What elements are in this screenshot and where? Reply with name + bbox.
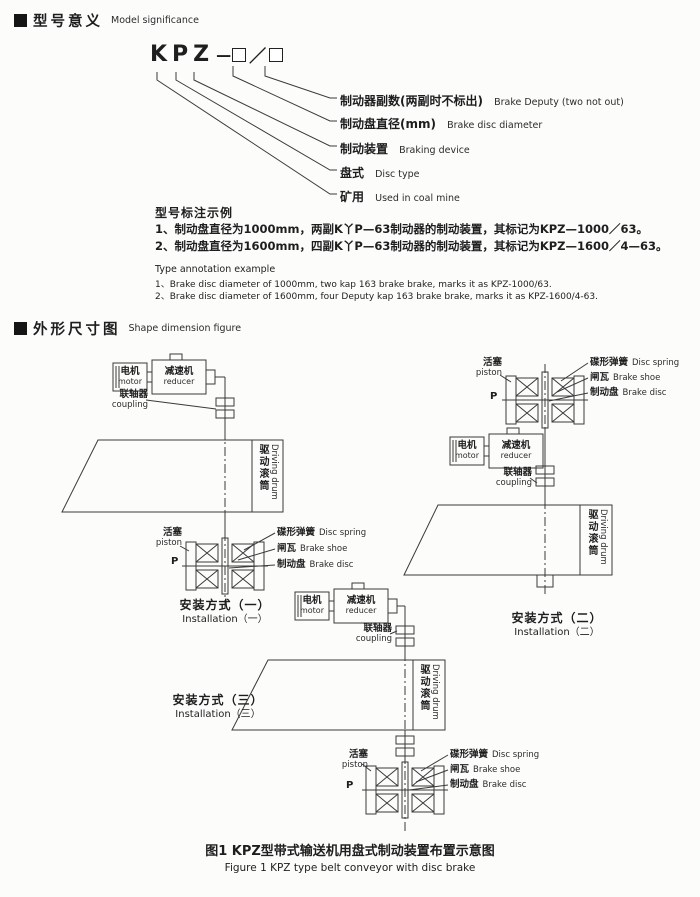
- pressure-label-3: P: [346, 780, 354, 791]
- example-header-en: Type annotation example: [155, 264, 276, 275]
- section1-title-en: Model significance: [111, 15, 199, 26]
- figure-caption-en: Figure 1 KPZ type belt conveyor with dis…: [224, 862, 476, 874]
- example-en-2: 2、Brake disc diameter of 1600mm, four De…: [155, 292, 598, 302]
- installation-2-drawing: [403, 362, 613, 596]
- coupling-label-2: 联轴器 coupling: [495, 467, 532, 489]
- drum-label-zh-1: 驱动滚筒: [257, 444, 268, 492]
- installation-caption-1: 安装方式（一） Installation（一）: [179, 598, 271, 626]
- model-label-disc-diameter: 制动盘直径(mm) Brake disc diameter: [340, 117, 543, 131]
- reducer-label-1: 减速机 reducer: [163, 366, 195, 386]
- section1-header: 型号意义 Model significance: [14, 10, 199, 31]
- reducer-label-2: 减速机 reducer: [500, 440, 532, 460]
- model-label-coal-mine: 矿用 Used in coal mine: [340, 190, 460, 204]
- coupling-label-1: 联轴器 coupling: [111, 389, 148, 411]
- section2-header: 外形尺寸图 Shape dimension figure: [14, 318, 241, 339]
- example-en-1: 1、Brake disc diameter of 1000mm, two kap…: [155, 280, 552, 290]
- example-header-zh: 型号标注示例: [155, 206, 234, 220]
- motor-label-1: 电机 motor: [117, 366, 142, 386]
- installation-3-drawing: [231, 582, 449, 832]
- model-label-disc-type: 盘式 Disc type: [340, 166, 420, 180]
- installation-caption-3: 安装方式（三） Installation（三）: [172, 693, 264, 721]
- model-slash: ／: [249, 47, 267, 67]
- drum-label-zh-2: 驱动滚筒: [586, 509, 597, 557]
- drum-label-zh-3: 驱动滚筒: [418, 664, 429, 712]
- coupling-label-3: 联轴器 coupling: [355, 623, 392, 645]
- example-zh-1: 1、制动盘直径为1000mm，两副K丫P—63制动器的制动装置，其标记为KPZ—…: [155, 222, 649, 236]
- model-placeholder-box-1: [232, 47, 247, 62]
- model-placeholder-box-2: [269, 47, 284, 62]
- drum-label-en-2: Driving drum: [598, 509, 608, 565]
- model-label-braking-device: 制动装置 Braking device: [340, 142, 470, 156]
- drum-label-en-1: Driving drum: [269, 444, 279, 500]
- section-bullet-icon: [14, 14, 27, 27]
- model-code-row: KPZ — ／: [150, 42, 284, 67]
- installation-caption-2: 安装方式（二） Installation（二）: [511, 611, 603, 639]
- model-code: KPZ: [150, 42, 215, 67]
- section2-title-zh: 外形尺寸图: [33, 322, 121, 338]
- piston-label-1: 活塞 piston: [155, 527, 182, 549]
- section2-title-en: Shape dimension figure: [128, 323, 242, 334]
- model-label-brake-count: 制动器副数(两副时不标出) Brake Deputy (two not out): [340, 94, 624, 108]
- section-bullet-icon: [14, 322, 27, 335]
- pressure-label-1: P: [171, 556, 179, 567]
- model-fan-lines: [156, 66, 337, 195]
- section1-title-zh: 型号意义: [33, 14, 103, 30]
- piston-label-2: 活塞 piston: [475, 357, 502, 379]
- piston-label-3: 活塞 piston: [341, 749, 368, 771]
- motor-label-3: 电机 motor: [299, 595, 324, 615]
- drum-label-en-3: Driving drum: [430, 664, 440, 720]
- example-zh-2: 2、制动盘直径为1600mm，四副K丫P—63制动器的制动装置，其标记为KPZ—…: [155, 239, 668, 253]
- installation-1-drawing: [61, 353, 284, 612]
- figure-caption-zh: 图1 KPZ型带式输送机用盘式制动装置布置示意图: [205, 844, 495, 859]
- model-dash: —: [216, 45, 232, 64]
- reducer-label-3: 减速机 reducer: [345, 595, 377, 615]
- pressure-label-2: P: [490, 391, 498, 402]
- motor-label-2: 电机 motor: [454, 440, 479, 460]
